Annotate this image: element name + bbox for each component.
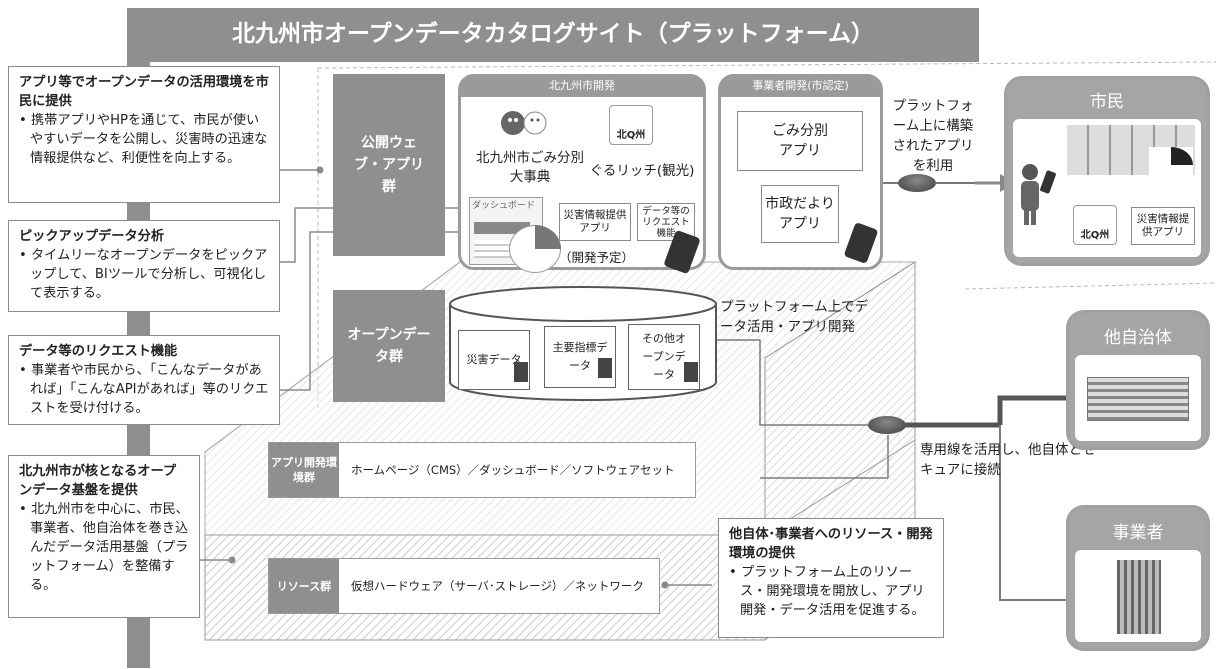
- callout-body: プラットフォーム上のリソース・開発環境を開放し、アプリ開発・データ活用を促進する…: [729, 563, 933, 620]
- app-label: ごみ分別アプリ: [772, 123, 828, 159]
- callout-request-function: データ等のリクエスト機能 事業者や市民から、「こんなデータがあれば」「こんなAP…: [8, 335, 280, 425]
- dashed-separator: [964, 282, 1216, 290]
- smartphone-icon: [843, 221, 879, 265]
- building-panel: [1075, 355, 1201, 441]
- bar-text: 仮想ハードウェア（サーバ･ストレージ）／ネットワーク: [351, 579, 644, 593]
- router-icon: [868, 416, 906, 434]
- group-city-dev: 北九州市開発 北Q州 北九州市ごみ分別大事典 ぐるリッチ(観光) ダッシュボード…: [458, 74, 706, 275]
- app-dev-environment-bar: アプリ開発環境群 ホームページ（CMS）／ダッシュボード／ソフトウェアセット: [268, 442, 696, 498]
- callout-body: 携帯アプリやHPを通じて、市民が使いやすいデータを公開し、災害時の迅速な情報提供…: [19, 111, 269, 168]
- bar-label: リソース群: [269, 559, 339, 613]
- bar-text: ホームページ（CMS）／ダッシュボード／ソフトウェアセット: [351, 463, 675, 477]
- callout-body: 事業者や市民から、「こんなデータがあれば」「こんなAPIがあれば」等のリクエスト…: [19, 361, 269, 418]
- page-title: 北九州市オープンデータカタログサイト（プラットフォーム）: [232, 21, 874, 47]
- app-guru-rich[interactable]: ぐるリッチ(観光): [589, 163, 695, 179]
- pie-chart-icon: [509, 225, 561, 273]
- smartphone-icon: [1039, 169, 1057, 195]
- stakeholder-title: 市民: [1090, 92, 1124, 112]
- app-label: 市政だよりアプリ: [765, 196, 835, 232]
- category-web-apps: 公開ウェブ・アプリ群: [333, 74, 445, 256]
- gomi-mascot-icon: [495, 107, 555, 141]
- government-building-icon: [1087, 377, 1189, 421]
- group-header: 事業者開発(市認定): [721, 77, 880, 97]
- callout-heading: 他自体･事業者へのリソース・開発環境の提供: [729, 527, 933, 561]
- document-icon: [598, 358, 612, 378]
- callout-pickup-analysis: ピックアップデータ分析 タイムリーなオープンデータをピックアップして、BIツール…: [8, 220, 280, 312]
- stakeholder-businesses: 事業者: [1066, 505, 1210, 651]
- group-business-dev: 事業者開発(市認定) ごみ分別アプリ 市政だよりアプリ: [718, 74, 883, 270]
- dataset-label: その他オープンデータ: [642, 332, 686, 381]
- callout-resource-provision: 他自体･事業者へのリソース・開発環境の提供 プラットフォーム上のリソース・開発環…: [718, 518, 944, 638]
- bar-label: アプリ開発環境群: [269, 443, 339, 497]
- dataset-label: 災害データ: [466, 353, 522, 366]
- platform-dev-note: プラットフォーム上でデータ活用・アプリ開発: [720, 299, 869, 335]
- stakeholder-title: 他自治体: [1104, 328, 1172, 348]
- stakeholder-citizens: 市民 北Q州 災害情報提供アプリ: [1004, 76, 1210, 266]
- callout-heading: データ等のリクエスト機能: [19, 344, 178, 359]
- app-gomi-dictionary[interactable]: 北九州市ごみ分別大事典: [476, 150, 584, 185]
- disaster-info-app[interactable]: 災害情報提供アプリ: [559, 203, 631, 241]
- callout-body: 北九州市を中心に、市民、事業者、他自治体を巻き込んだデータ活用基盤（プラットフォ…: [19, 500, 189, 595]
- category-label: 公開ウェブ・アプリ群: [354, 135, 424, 195]
- building-panel: [1075, 550, 1201, 642]
- logo-text: 北Q州: [616, 130, 646, 141]
- dashed-separator: [317, 61, 1216, 69]
- request-function-label: データ等のリクエスト機能: [642, 205, 690, 239]
- stakeholder-title: 事業者: [1112, 523, 1164, 543]
- guru-rich-logo-icon: 北Q州: [1073, 205, 1117, 245]
- disaster-info-app-label: 災害情報提供アプリ: [1136, 213, 1190, 238]
- callout-body: タイムリーなオープンデータをピックアップして、BIツールで分析し、可視化して表示…: [19, 246, 269, 303]
- logo-text: 北Q州: [1080, 230, 1110, 241]
- disaster-info-app[interactable]: 災害情報提供アプリ: [1131, 207, 1195, 245]
- callout-heading: アプリ等でオープンデータの活用環境を市民に提供: [19, 75, 269, 109]
- planned-label: （開発予定）: [559, 250, 635, 265]
- resource-bar: リソース群 仮想ハードウェア（サーバ･ストレージ）／ネットワーク: [268, 558, 660, 614]
- group-header: 北九州市開発: [461, 77, 703, 97]
- app-gomi-sorting[interactable]: ごみ分別アプリ: [737, 111, 863, 171]
- callout-app-environment: アプリ等でオープンデータの活用環境を市民に提供 携帯アプリやHPを通じて、市民が…: [8, 66, 280, 203]
- pie-chart-icon: [1149, 147, 1193, 183]
- callout-heading: 北九州市が核となるオープンデータ基盤を提供: [19, 464, 177, 498]
- category-label: オープンデータ群: [347, 327, 431, 365]
- router-icon: [898, 174, 936, 192]
- dedicated-line-note: 専用線を活用し、他自体とセキュアに接続: [920, 442, 1096, 478]
- dashboard-label: ダッシュボード: [472, 201, 536, 211]
- platform-use-note: プラットフォーム上に構築されたアプリを利用: [892, 98, 974, 174]
- office-building-icon: [1117, 560, 1161, 634]
- document-icon: [684, 362, 698, 382]
- disaster-info-app-label: 災害情報提供アプリ: [563, 209, 627, 234]
- app-city-newsletter[interactable]: 市政だよりアプリ: [761, 185, 839, 243]
- document-icon: [514, 362, 528, 382]
- dataset-other[interactable]: その他オープンデータ: [628, 324, 700, 390]
- category-open-data: オープンデータ群: [333, 290, 445, 402]
- callout-data-foundation: 北九州市が核となるオープンデータ基盤を提供 北九州市を中心に、市民、事業者、他自…: [8, 455, 200, 618]
- dataset-key-indicators[interactable]: 主要指標データ: [544, 326, 616, 388]
- person-icon: [1019, 163, 1041, 225]
- dataset-label: 主要指標データ: [552, 341, 608, 372]
- citizen-screen: 北Q州 災害情報提供アプリ: [1013, 119, 1201, 257]
- guru-rich-logo-icon: 北Q州: [609, 105, 653, 145]
- callout-heading: ピックアップデータ分析: [19, 229, 165, 244]
- stakeholder-other-govts: 他自治体: [1066, 310, 1210, 450]
